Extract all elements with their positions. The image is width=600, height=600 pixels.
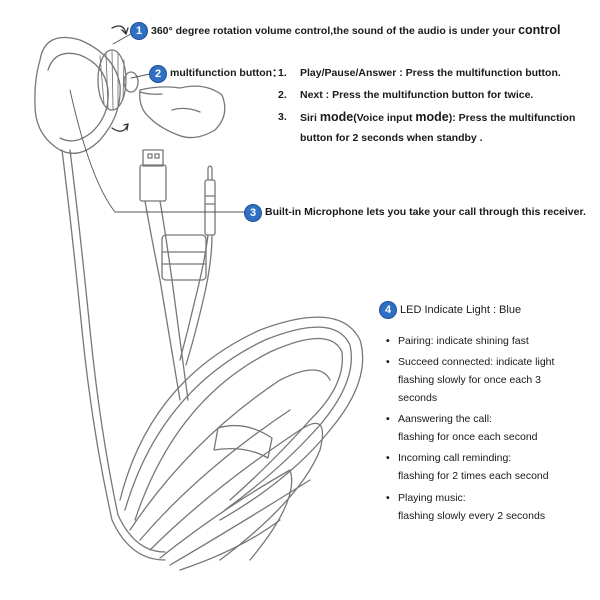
audio-jack xyxy=(204,179,216,236)
callout-volume-control: 360° degree rotation volume control,the … xyxy=(151,24,560,38)
cable xyxy=(61,149,166,561)
led-music-2: flashing slowly every 2 seconds xyxy=(398,510,546,522)
cable-tie xyxy=(213,424,273,459)
callout-badge-1: 1 xyxy=(131,23,147,39)
callout-badge-4: 4 xyxy=(380,302,396,318)
led-answering-2: flashing for once each second xyxy=(398,431,538,443)
usb-plug xyxy=(139,164,167,202)
siri-post: ): Press the multifunction xyxy=(448,112,576,124)
function-next: Next : Press the multifunction button fo… xyxy=(300,89,534,101)
callout-microphone: Built-in Microphone lets you take your c… xyxy=(265,206,586,218)
callout-badge-2: 2 xyxy=(150,66,166,82)
earpiece-body xyxy=(34,36,121,154)
function-index-2: 2. xyxy=(278,89,287,101)
led-answering-1: Aanswering the call: xyxy=(398,413,492,425)
hand xyxy=(139,85,226,139)
siri-mode2: mode xyxy=(415,110,449,124)
led-bullet-5: • xyxy=(386,492,390,504)
callout-text-1: 360° degree rotation volume control,the … xyxy=(151,25,519,37)
function-index-1: 1. xyxy=(278,67,287,79)
function-index-3: 3. xyxy=(278,111,287,123)
function-siri-line1: Siri mode(Voice input mode): Press the m… xyxy=(300,111,575,125)
led-bullet-4: • xyxy=(386,452,390,464)
siri-pre: Siri xyxy=(300,112,320,124)
function-siri-line2: button for 2 seconds when standby . xyxy=(300,132,483,144)
led-pairing: Pairing: indicate shining fast xyxy=(398,335,529,347)
led-bullet-2: • xyxy=(386,356,390,368)
volume-knob xyxy=(97,49,127,111)
function-play-pause: Play/Pause/Answer : Press the multifunct… xyxy=(300,67,561,79)
siri-mid: (Voice input xyxy=(353,112,416,124)
callout-emph-1: control xyxy=(518,23,561,37)
led-connected-3: seconds xyxy=(398,392,438,404)
coiled-cable xyxy=(119,316,364,571)
led-connected-2: flashing slowly for once each 3 xyxy=(398,374,541,386)
siri-mode: mode xyxy=(319,110,354,124)
led-music-1: Playing music: xyxy=(398,492,466,504)
led-connected-1: Succeed connected: indicate light xyxy=(398,356,555,368)
callout-multifunction-button: multifunction button： xyxy=(170,67,283,79)
led-bullet-3: • xyxy=(386,413,390,425)
callout-badge-3: 3 xyxy=(245,205,261,221)
led-incoming-2: flashing for 2 times each second xyxy=(398,470,549,482)
multifunction-button xyxy=(123,71,139,93)
callout-led-light: LED Indicate Light : Blue xyxy=(400,304,522,316)
led-incoming-1: Incoming call reminding: xyxy=(398,452,512,464)
led-bullet-1: • xyxy=(386,335,390,347)
